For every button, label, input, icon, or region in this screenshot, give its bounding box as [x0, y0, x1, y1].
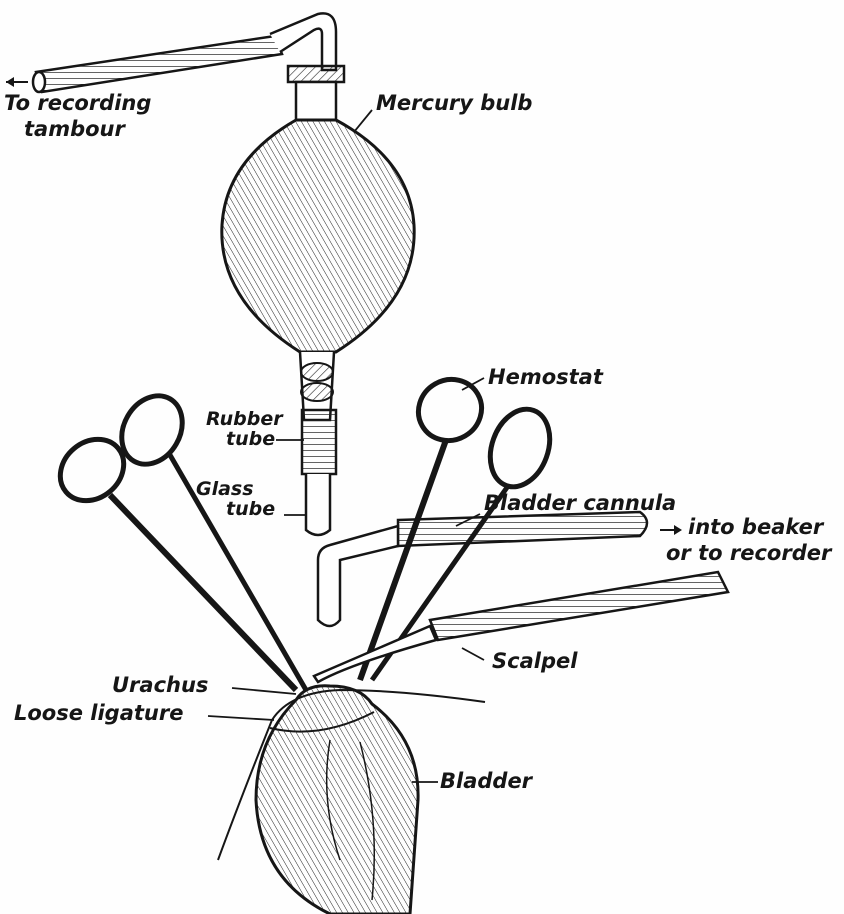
label-bladder: Bladder [440, 770, 532, 792]
label-glass-line2: tube [226, 500, 275, 520]
bladder [256, 686, 418, 914]
label-mercury-bulb: Mercury bulb [376, 92, 532, 114]
label-rubber-line1: Rubber [206, 410, 283, 430]
label-loose-ligature: Loose ligature [14, 702, 183, 724]
label-glass-line1: Glass [196, 480, 254, 500]
label-scalpel: Scalpel [492, 650, 577, 672]
arrow-left-icon [6, 77, 28, 87]
label-urachus: Urachus [112, 674, 208, 696]
label-beaker-line2: or to recorder [666, 542, 831, 564]
label-rubber-line2: tube [226, 430, 275, 450]
label-recording-line1: To recording [4, 92, 151, 114]
label-recording-line2: tambour [24, 118, 125, 140]
label-beaker-line1: into beaker [688, 516, 823, 538]
arrow-right-icon [660, 525, 682, 535]
label-bladder-cannula: Bladder cannula [484, 492, 676, 514]
label-hemostat: Hemostat [488, 366, 603, 388]
mercury-bulb [222, 66, 414, 535]
